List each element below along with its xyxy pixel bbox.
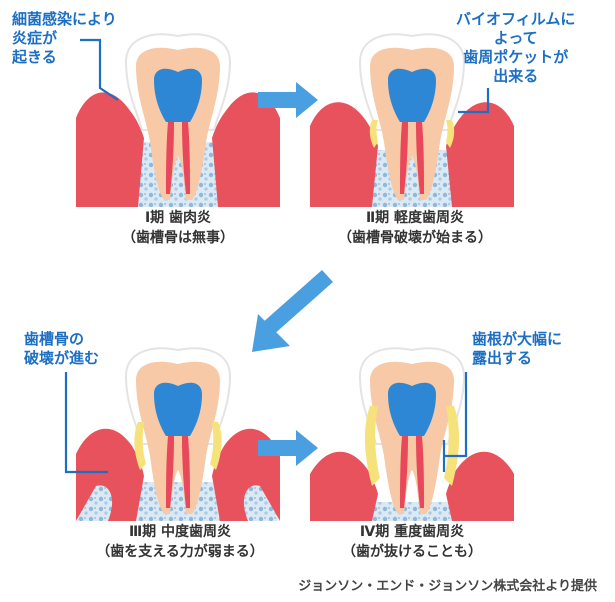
- callout-line: 露出する: [472, 349, 533, 367]
- callout-line: 出来る: [493, 67, 539, 85]
- panel-4-illustration: [310, 347, 514, 521]
- panel-1-caption: Ⅰ期 歯肉炎 （歯槽骨は無事）: [88, 208, 268, 248]
- panel-4-callout: 歯根が大幅に 露出する: [472, 330, 562, 368]
- credit-text: ジョンソン・エンド・ジョンソン株式会社より提供: [298, 579, 597, 594]
- stage-title: Ⅲ期 中度歯周炎: [128, 524, 232, 540]
- callout-line: 歯槽骨の: [24, 330, 85, 348]
- callout-line: 起きる: [12, 48, 57, 66]
- stage-title: Ⅱ期 軽度歯周炎: [365, 210, 465, 226]
- panel-2-caption: Ⅱ期 軽度歯周炎 （歯槽骨破壊が始まる）: [310, 208, 520, 248]
- panel-1-callout: 細菌感染により 炎症が 起きる: [12, 10, 117, 67]
- stage-title: Ⅰ期 歯肉炎: [144, 210, 212, 226]
- right-arrow-icon: [258, 430, 318, 466]
- callout-line: バイオフィルムに: [456, 10, 576, 28]
- callout-line: 炎症が: [12, 29, 58, 47]
- callout-line: 細菌感染により: [12, 10, 117, 28]
- panel-4-caption: Ⅳ期 重度歯周炎 （歯が抜けることも）: [312, 522, 512, 562]
- callout-line: よって: [493, 29, 538, 47]
- panel-3-illustration: [76, 347, 280, 521]
- diagonal-arrow-icon: [252, 270, 333, 352]
- callout-line: 歯周ポケットが: [463, 48, 569, 66]
- panel-2-illustration: [310, 33, 514, 207]
- stage-description: （歯槽骨は無事）: [122, 230, 234, 246]
- callout-line: 破壊が進む: [24, 349, 100, 367]
- stage-title: Ⅳ期 重度歯周炎: [359, 524, 465, 540]
- panel-1-illustration: [76, 33, 280, 207]
- stage-description: （歯を支える力が弱まる）: [96, 544, 264, 560]
- callout-leader-lines: [64, 38, 490, 474]
- stage-description: （歯槽骨破壊が始まる）: [338, 230, 492, 246]
- callout-line: 歯根が大幅に: [472, 330, 563, 348]
- panel-3-caption: Ⅲ期 中度歯周炎 （歯を支える力が弱まる）: [70, 522, 290, 562]
- stage-description: （歯が抜けることも）: [342, 544, 482, 560]
- panel-3-callout: 歯槽骨の 破壊が進む: [24, 330, 99, 368]
- right-arrow-icon: [258, 82, 318, 118]
- panel-2-callout: バイオフィルムに よって 歯周ポケットが 出来る: [456, 10, 575, 86]
